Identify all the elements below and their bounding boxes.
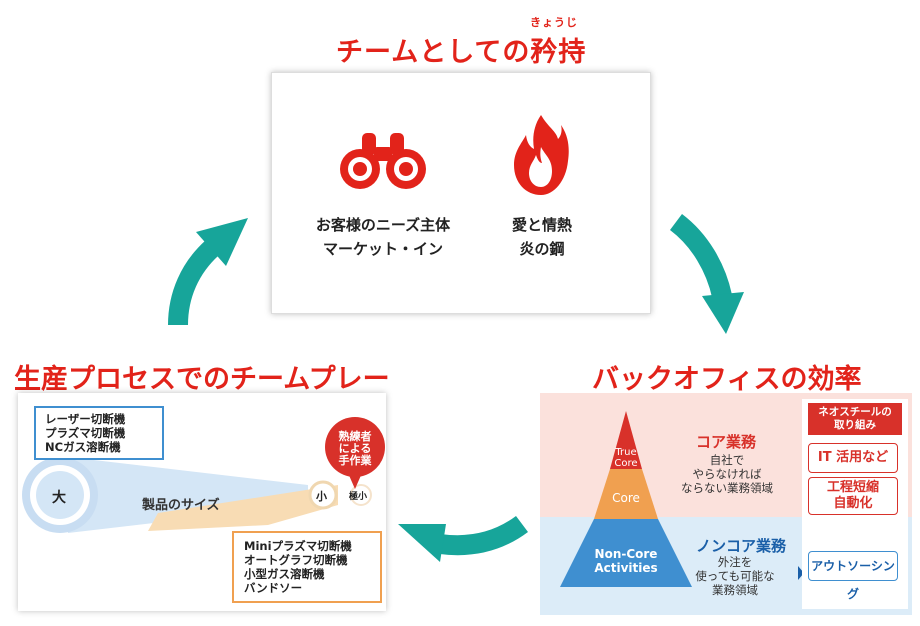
- market-in-label: マーケット・イン: [322, 240, 443, 258]
- outsourcing-button[interactable]: アウトソーシング: [808, 551, 898, 601]
- small-label: 小: [316, 490, 327, 503]
- customer-needs-label: お客様のニーズ主体: [315, 216, 451, 234]
- flame-steel-label: 炎の鋼: [519, 240, 565, 258]
- machine-autograph: オートグラフ切断機: [244, 553, 348, 567]
- neo-label: ネオスチールの 取り組み: [808, 403, 902, 435]
- bubble-line2: による: [338, 442, 372, 455]
- core-desc-3: ならない業務領域: [681, 481, 773, 495]
- section-title-backoffice: バックオフィスの効率: [592, 364, 862, 395]
- machine-plasma: プラズマ切断機: [45, 426, 126, 440]
- production-panel: レーザー切断機 プラズマ切断機 NCガス溶断機 大 製品のサイズ 小 極小 熟練…: [18, 393, 386, 611]
- core-label: Core: [612, 491, 640, 505]
- machine-nc-gas: NCガス溶断機: [45, 440, 121, 454]
- arrowhead-down-right: [702, 292, 744, 334]
- large-label: 大: [52, 490, 66, 506]
- passion-label: 愛と情熱: [511, 216, 572, 234]
- size-funnel: [22, 417, 385, 547]
- section-title-pride: チームとしての矜持: [336, 37, 587, 68]
- machine-small-gas: 小型ガス溶断機: [244, 567, 325, 581]
- noncore-line2: Activities: [594, 561, 658, 575]
- arrow-down-right: [669, 214, 732, 299]
- arrow-left-bottom: [438, 515, 528, 556]
- flame-icon: [514, 115, 569, 195]
- machine-bandsaw: バンドソー: [244, 581, 303, 595]
- chevron-right-icon: [798, 566, 804, 580]
- bubble-line1: 熟練者: [338, 430, 372, 443]
- neo-label-line2: 取り組み: [834, 419, 876, 431]
- funnel-large: [68, 457, 308, 533]
- small-machines-box: Miniプラズマ切断機 オートグラフ切断機 小型ガス溶断機 バンドソー: [232, 531, 382, 603]
- process-line2: 自動化: [833, 496, 873, 511]
- noncore-desc-1: 外注を: [717, 555, 753, 569]
- neo-label-line1: ネオスチールの: [818, 406, 892, 418]
- arrowhead-left: [398, 524, 446, 562]
- it-button[interactable]: IT 活用など: [808, 443, 898, 473]
- arrow-up-left: [168, 240, 219, 326]
- machine-mini-plasma: Miniプラズマ切断機: [244, 539, 352, 553]
- noncore-desc-3: 業務領域: [712, 583, 758, 597]
- true-core-line2: Core: [614, 458, 638, 469]
- noncore-heading: ノンコア業務: [696, 537, 787, 555]
- core-desc-1: 自社で: [709, 453, 745, 467]
- pride-panel: お客様のニーズ主体 マーケット・イン 愛と情熱 炎の鋼: [271, 72, 651, 314]
- section-title-teamplay: 生産プロセスでのチームプレー: [14, 364, 390, 395]
- process-line1: 工程短縮: [826, 480, 879, 495]
- bubble-line3: 手作業: [338, 454, 372, 467]
- tiny-label: 極小: [349, 492, 368, 502]
- pyramid: [560, 411, 804, 587]
- process-button[interactable]: 工程短縮 自動化: [808, 477, 898, 515]
- noncore-line1: Non-Core: [594, 547, 658, 561]
- large-machines-box: レーザー切断機 プラズマ切断機 NCガス溶断機: [34, 406, 164, 460]
- binoculars-icon: [340, 133, 426, 189]
- skilled-bubble: [325, 417, 385, 477]
- funnel-small: [148, 485, 338, 531]
- backoffice-panel: True Core Core Non-Core Activities コア業務 …: [540, 393, 912, 615]
- pyramid-core: [594, 469, 658, 519]
- machine-laser: レーザー切断機: [45, 412, 126, 426]
- core-desc-2: やらなければ: [692, 467, 762, 481]
- noncore-desc-2: 使っても可能な: [695, 569, 775, 583]
- pyramid-true-core: [610, 411, 642, 469]
- core-heading: コア業務: [696, 433, 757, 451]
- true-core-line1: True: [615, 447, 637, 458]
- pyramid-noncore: [560, 519, 692, 587]
- product-size-label: 製品のサイズ: [142, 498, 220, 513]
- arrowhead-up-left: [196, 218, 248, 266]
- large-circle-inner: [36, 471, 84, 519]
- ruby-text: きょうじ: [530, 16, 578, 29]
